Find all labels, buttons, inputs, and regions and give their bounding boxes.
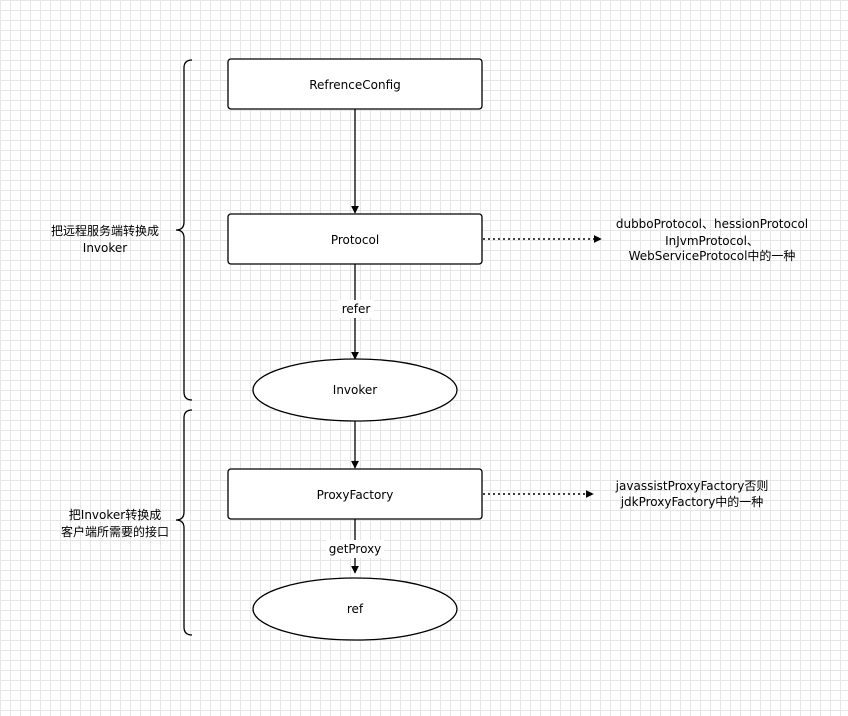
edge-label-getproxy: getProxy [329, 542, 382, 556]
note-protocol-line1: dubboProtocol、hessionProtocol [616, 217, 808, 231]
bracket-top [175, 59, 193, 401]
bracket-top-label-line2: Invoker [83, 241, 127, 255]
bracket-bottom [175, 409, 193, 636]
node-proxyfactory-label: ProxyFactory [317, 488, 394, 502]
edge-label-bg-getproxy [326, 540, 384, 558]
node-invoker-label: Invoker [333, 383, 377, 397]
node-invoker[interactable]: Invoker [252, 358, 458, 422]
node-refrenceconfig-label: RefrenceConfig [309, 78, 401, 92]
edge-label-bg-refer [338, 300, 374, 318]
note-proxy-line1: javassistProxyFactory否则 [615, 479, 769, 493]
edge-label-refer: refer [342, 302, 371, 316]
node-ref[interactable]: ref [252, 577, 458, 641]
node-protocol[interactable]: Protocol [227, 213, 483, 265]
node-refrenceconfig[interactable]: RefrenceConfig [227, 58, 483, 110]
note-proxy-line2: jdkProxyFactory中的一种 [620, 494, 764, 509]
note-protocol-line3: WebServiceProtocol中的一种 [629, 248, 796, 263]
bracket-top-label-line1: 把远程服务端转换成 [51, 223, 159, 238]
bracket-bottom-label-line1: 把Invoker转换成 [69, 507, 161, 522]
node-ref-label: ref [347, 602, 364, 616]
node-protocol-label: Protocol [331, 233, 379, 247]
node-proxyfactory[interactable]: ProxyFactory [227, 468, 483, 520]
bracket-bottom-label-line2: 客户端所需要的接口 [61, 524, 169, 539]
note-protocol-line2: InJvmProtocol、 [665, 234, 759, 248]
